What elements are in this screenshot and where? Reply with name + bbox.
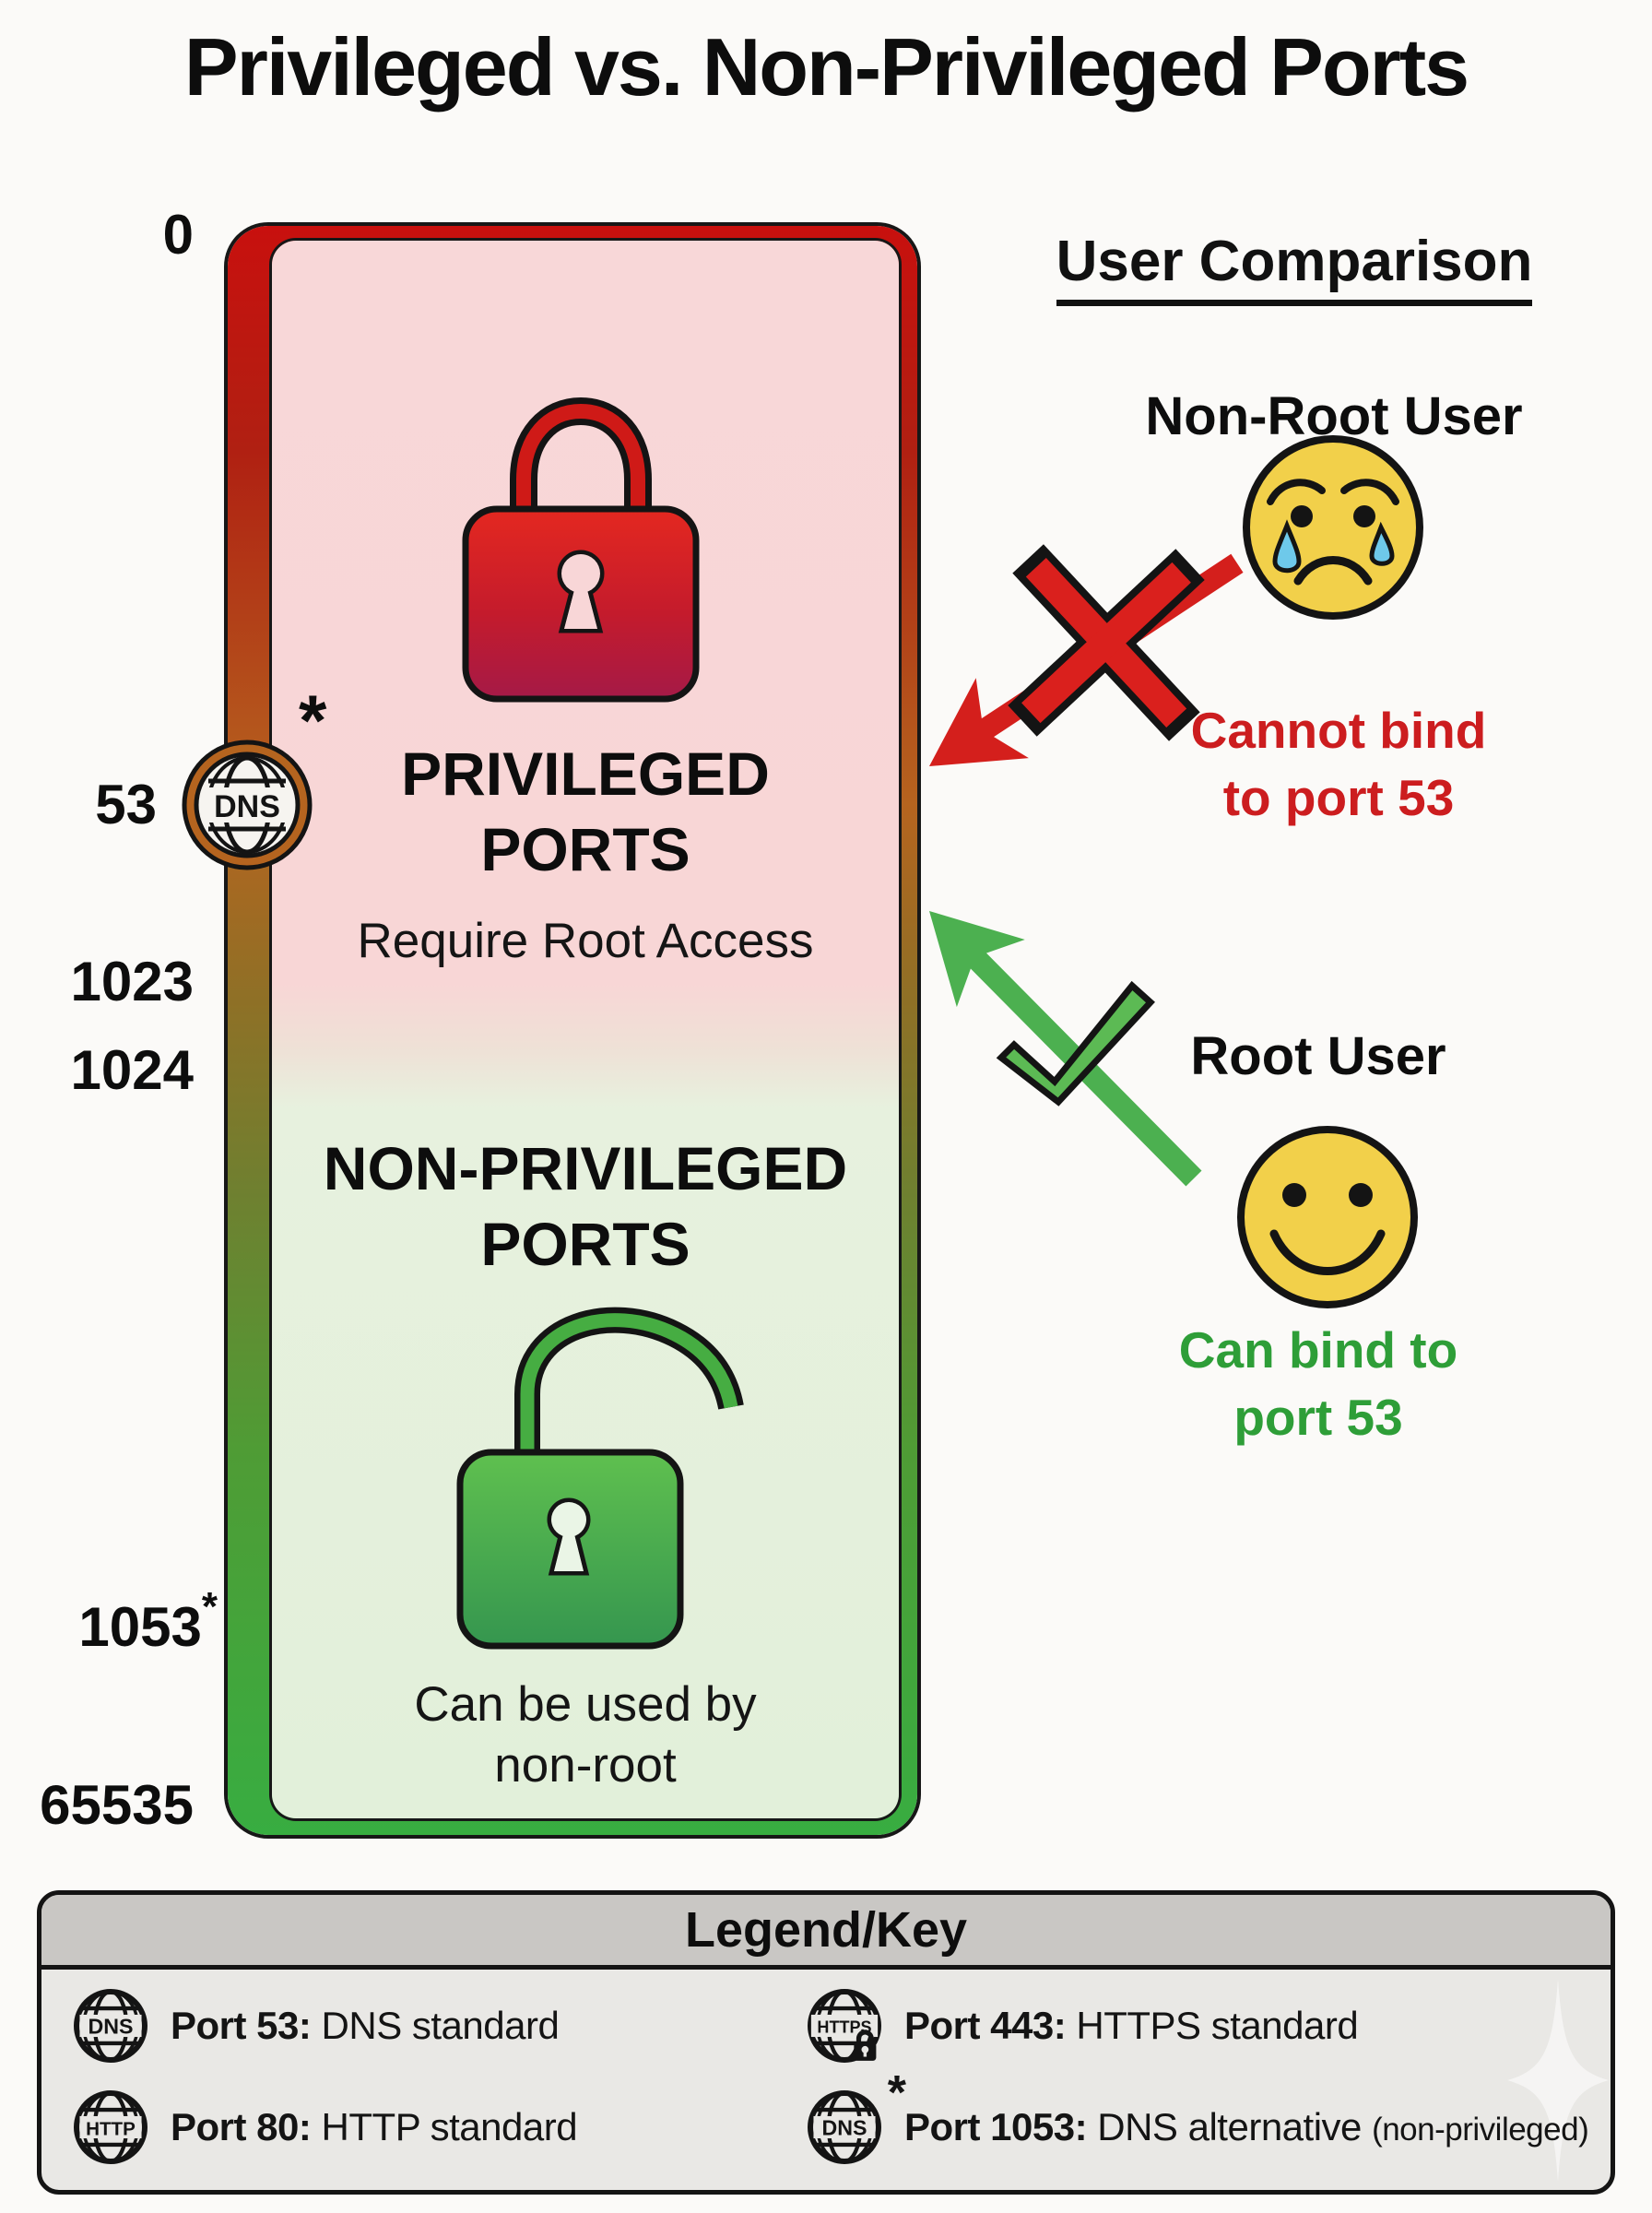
- svg-text:HTTPS: HTTPS: [817, 2018, 871, 2037]
- privileged-subtitle: Require Root Access: [357, 914, 814, 968]
- port-label-65535: 65535: [40, 1774, 194, 1836]
- dns-port-53-badge-icon: DNS: [182, 740, 313, 870]
- non-privileged-subtitle: Can be used by non-root: [414, 1677, 757, 1793]
- legend-entry-text: Port 80: HTTP standard: [171, 2105, 578, 2148]
- port-range-bar: [228, 226, 917, 1835]
- legend-heading: Legend/Key: [41, 1895, 1611, 1970]
- legend-entry-port-1053: DNS * Port 1053: DNS alternative (non-pr…: [805, 2069, 1589, 2167]
- legend-box: Legend/Key: [37, 1890, 1615, 2195]
- happy-face-icon: [1237, 1126, 1418, 1308]
- http-globe-icon: HTTP: [71, 2088, 150, 2167]
- legend-entry-port-80: HTTP Port 80: HTTP standard: [71, 2088, 578, 2167]
- page-title: Privileged vs. Non-Privileged Ports: [183, 21, 1469, 112]
- port-label-53: 53: [95, 774, 157, 835]
- root-user-title: Root User: [1190, 1026, 1446, 1086]
- legend-body: DNS Port 53: DNS standard: [41, 1970, 1611, 2190]
- legend-entry-text: Port 443: HTTPS standard: [904, 2004, 1359, 2047]
- closed-lock-icon: [462, 396, 700, 703]
- asterisk-legend-1053: *: [887, 2066, 906, 2120]
- https-globe-icon: HTTPS: [805, 1986, 884, 2065]
- dns-globe-icon: DNS: [71, 1986, 150, 2065]
- svg-text:DNS: DNS: [214, 789, 280, 824]
- svg-text:DNS: DNS: [821, 2116, 867, 2140]
- port-label-1023: 1023: [70, 951, 194, 1012]
- legend-entry-text: Port 53: DNS standard: [171, 2004, 560, 2047]
- asterisk-badge-53: *: [299, 680, 327, 761]
- privileged-title: PRIVILEGED PORTS: [401, 740, 770, 883]
- port-label-0: 0: [162, 204, 194, 266]
- non-privileged-title: NON-PRIVILEGED PORTS: [323, 1134, 848, 1278]
- dns-globe-asterisk-icon: DNS *: [805, 2069, 906, 2167]
- svg-text:HTTP: HTTP: [86, 2119, 136, 2140]
- svg-text:DNS: DNS: [88, 2015, 133, 2039]
- sad-face-icon: [1243, 435, 1423, 620]
- port-label-1024: 1024: [70, 1039, 194, 1101]
- non-root-caption: Cannot bind to port 53: [1190, 702, 1487, 826]
- sparkle-watermark-icon: [1507, 1979, 1609, 2182]
- comparison-heading: User Comparison: [1018, 229, 1571, 306]
- mini-lock-icon: [854, 2030, 877, 2061]
- legend-entry-port-53: DNS Port 53: DNS standard: [71, 1986, 560, 2065]
- legend-entry-text: Port 1053: DNS alternative (non-privileg…: [904, 2105, 1589, 2148]
- asterisk-1053: *: [201, 1584, 218, 1629]
- open-lock-icon: [456, 1307, 744, 1650]
- root-caption: Can bind to port 53: [1178, 1321, 1458, 1446]
- port-label-1053: 1053*: [78, 1584, 218, 1658]
- legend-entry-port-443: HTTPS Port 443: HTTPS standard: [805, 1986, 1359, 2065]
